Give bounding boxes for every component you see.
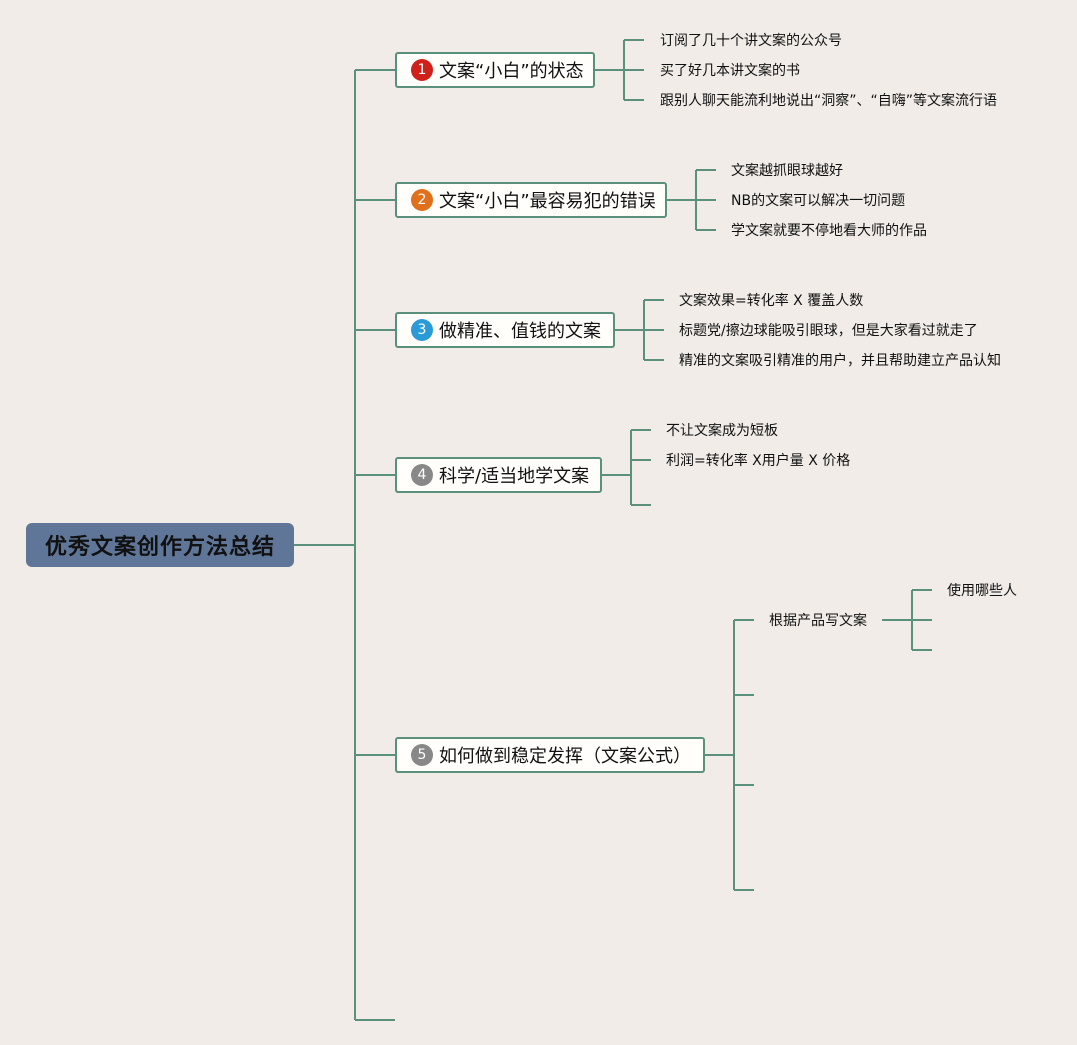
- topic-2[interactable]: 2 文案“小白”最容易犯的错误: [395, 182, 667, 218]
- number-badge-2: 2: [411, 189, 433, 211]
- topic-1-item-3[interactable]: 跟别人聊天能流利地说出“洞察”、“自嗨”等文案流行语: [660, 93, 998, 109]
- topic-5-subtopic-1[interactable]: 根据产品写文案: [769, 613, 867, 629]
- topic-4-label: 科学/适当地学文案: [439, 466, 590, 487]
- topic-3-item-3[interactable]: 精准的文案吸引精准的用户，并且帮助建立产品认知: [679, 353, 1001, 369]
- root-topic[interactable]: 优秀文案创作方法总结: [26, 523, 294, 567]
- topic-5-label: 如何做到稳定发挥（文案公式）: [439, 746, 691, 767]
- number-badge-1: 1: [411, 59, 433, 81]
- topic-3-label: 做精准、值钱的文案: [439, 321, 601, 342]
- topic-3[interactable]: 3 做精准、值钱的文案: [395, 312, 615, 348]
- topic-3-item-2[interactable]: 标题党/擦边球能吸引眼球，但是大家看过就走了: [679, 323, 978, 339]
- topic-2-item-3[interactable]: 学文案就要不停地看大师的作品: [731, 223, 927, 239]
- topic-4-item-1[interactable]: 不让文案成为短板: [666, 423, 778, 439]
- topic-1-item-1[interactable]: 订阅了几十个讲文案的公众号: [660, 33, 842, 49]
- number-badge-3: 3: [411, 319, 433, 341]
- root-title: 优秀文案创作方法总结: [44, 535, 275, 560]
- topic-4-item-2[interactable]: 利润=转化率 X用户量 X 价格: [666, 453, 851, 469]
- topic-5-subtopic-1-item-1[interactable]: 使用哪些人: [947, 583, 1017, 599]
- number-badge-4: 4: [411, 464, 433, 486]
- topic-1[interactable]: 1 文案“小白”的状态: [395, 52, 595, 88]
- topic-2-item-1[interactable]: 文案越抓眼球越好: [731, 163, 843, 179]
- topic-1-item-2[interactable]: 买了好几本讲文案的书: [660, 63, 800, 79]
- topic-1-label: 文案“小白”的状态: [439, 61, 584, 82]
- topic-5[interactable]: 5 如何做到稳定发挥（文案公式）: [395, 737, 705, 773]
- topic-2-label: 文案“小白”最容易犯的错误: [439, 191, 656, 212]
- topic-3-item-1[interactable]: 文案效果=转化率 X 覆盖人数: [679, 293, 864, 309]
- topic-4[interactable]: 4 科学/适当地学文案: [395, 457, 602, 493]
- topic-2-item-2[interactable]: NB的文案可以解决一切问题: [731, 193, 906, 209]
- number-badge-5: 5: [411, 744, 433, 766]
